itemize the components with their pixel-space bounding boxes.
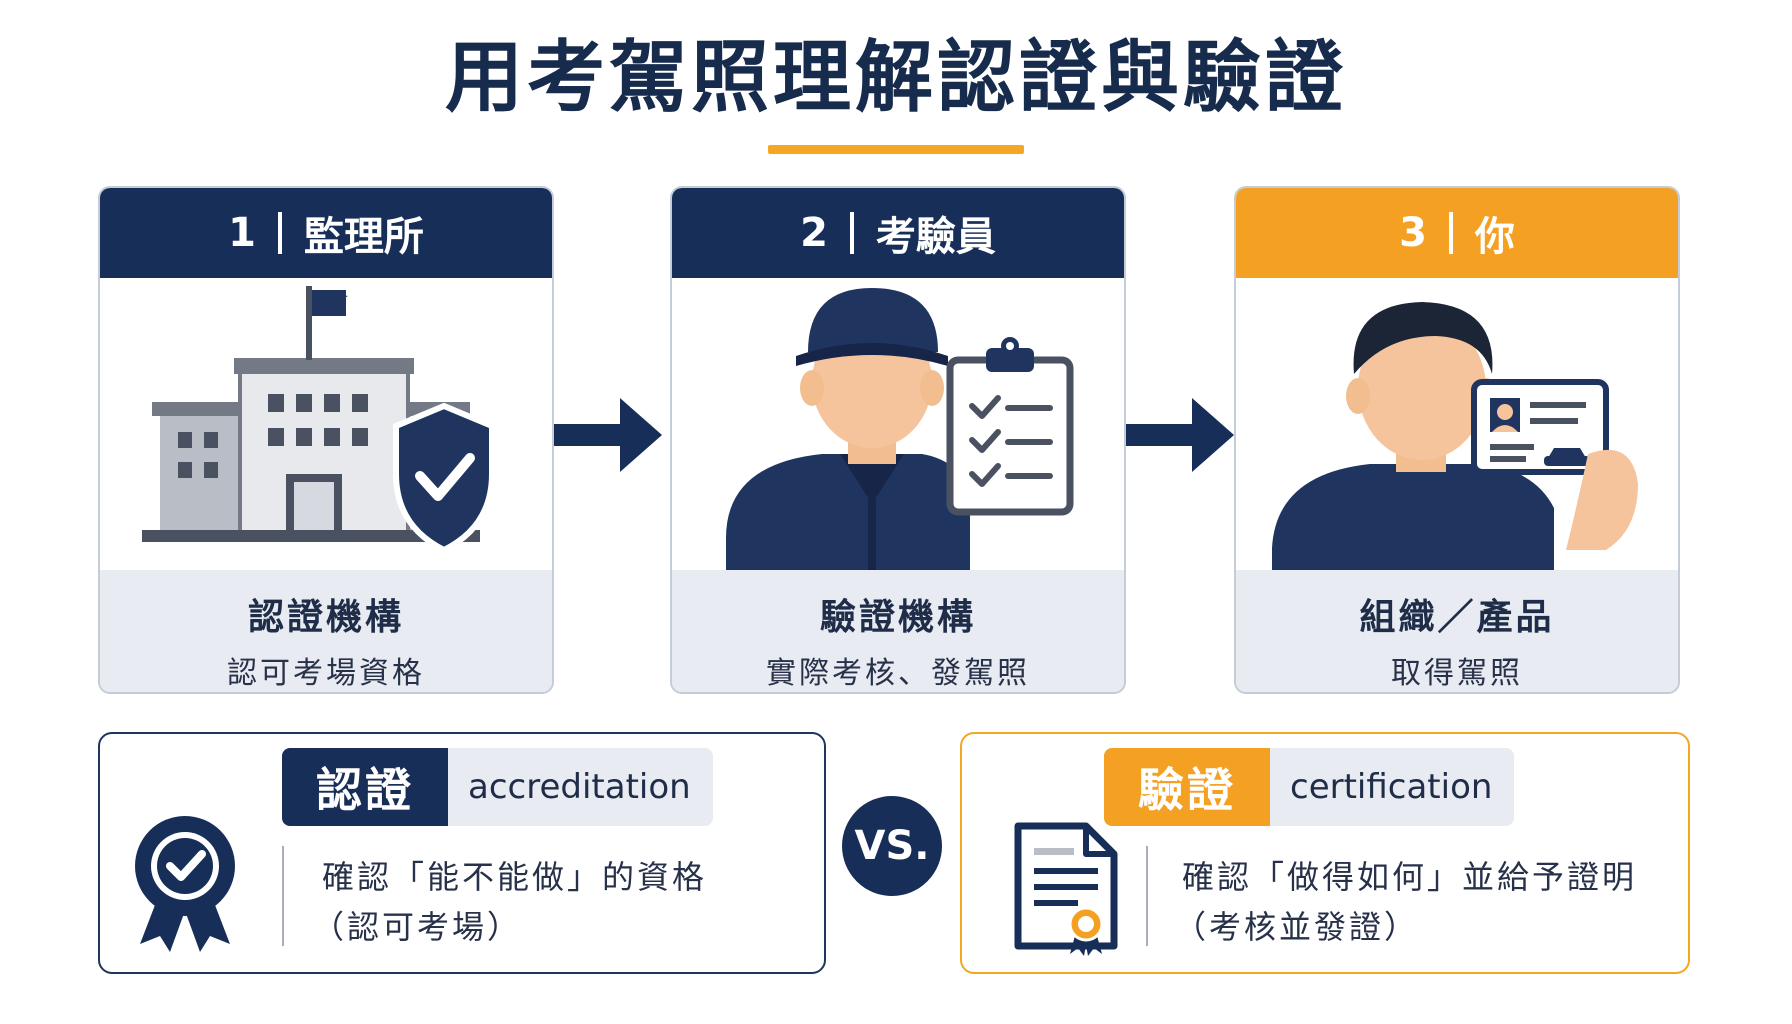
step-card-3: 3 你 組織／產品 取得駕照 [1234,186,1680,694]
accreditation-description: 確認「能不能做」的資格 [322,858,708,896]
step-description: 認可考場資格 [227,656,425,691]
certification-tag: 驗證 certification [1104,748,1515,826]
award-ribbon-icon [135,816,235,952]
header-divider [849,212,854,254]
page-title: 用考駕照理解認證與驗證 [444,33,1347,123]
accreditation-english: accreditation [448,748,713,826]
step-card-1: 1 監理所 認證機構 認可 [98,186,554,694]
government-building-shield-icon [100,278,552,578]
step-name: 監理所 [303,214,424,260]
step-footer-1: 認證機構 認可考場資格 [100,570,552,692]
person-license-icon [1236,278,1678,578]
title-underline [768,145,1024,154]
certificate-document-icon [1014,822,1118,956]
step-role: 驗證機構 [819,597,976,638]
vs-badge: VS. [842,796,942,896]
step-header-2: 2 考驗員 [672,188,1124,278]
step-footer-3: 組織／產品 取得駕照 [1236,570,1678,692]
accreditation-example: （認可考場） [312,908,523,946]
certification-label: 驗證 [1104,748,1270,826]
step-number: 3 [1399,210,1427,256]
certification-example: （考核並發證） [1174,908,1420,946]
step-footer-2: 驗證機構 實際考核、發駕照 [672,570,1124,692]
certification-panel: 驗證 certification 確認「做得如何」並給予證明 （考核並發證） [960,732,1690,974]
accreditation-label: 認證 [282,748,448,826]
step-name: 你 [1474,214,1515,260]
panel-divider [282,846,284,946]
step-number: 1 [228,210,256,256]
examiner-clipboard-icon [672,278,1124,578]
accreditation-tag: 認證 accreditation [282,748,713,826]
certification-description: 確認「做得如何」並給予證明 [1182,858,1638,896]
step-description: 取得駕照 [1391,656,1523,691]
certification-english: certification [1270,748,1515,826]
arrow-right-icon [554,398,662,472]
step-header-1: 1 監理所 [100,188,552,278]
arrow-right-icon [1126,398,1234,472]
step-role: 認證機構 [247,597,404,638]
header-divider [277,212,282,254]
step-name: 考驗員 [875,214,996,260]
header-divider [1448,212,1453,254]
step-number: 2 [800,210,828,256]
accreditation-panel: 認證 accreditation 確認「能不能做」的資格 （認可考場） [98,732,826,974]
step-card-2: 2 考驗員 驗證機構 實際考核、發駕照 [670,186,1126,694]
step-description: 實際考核、發駕照 [766,656,1030,691]
step-role: 組織／產品 [1359,597,1555,638]
panel-divider [1146,846,1148,946]
step-header-3: 3 你 [1236,188,1678,278]
